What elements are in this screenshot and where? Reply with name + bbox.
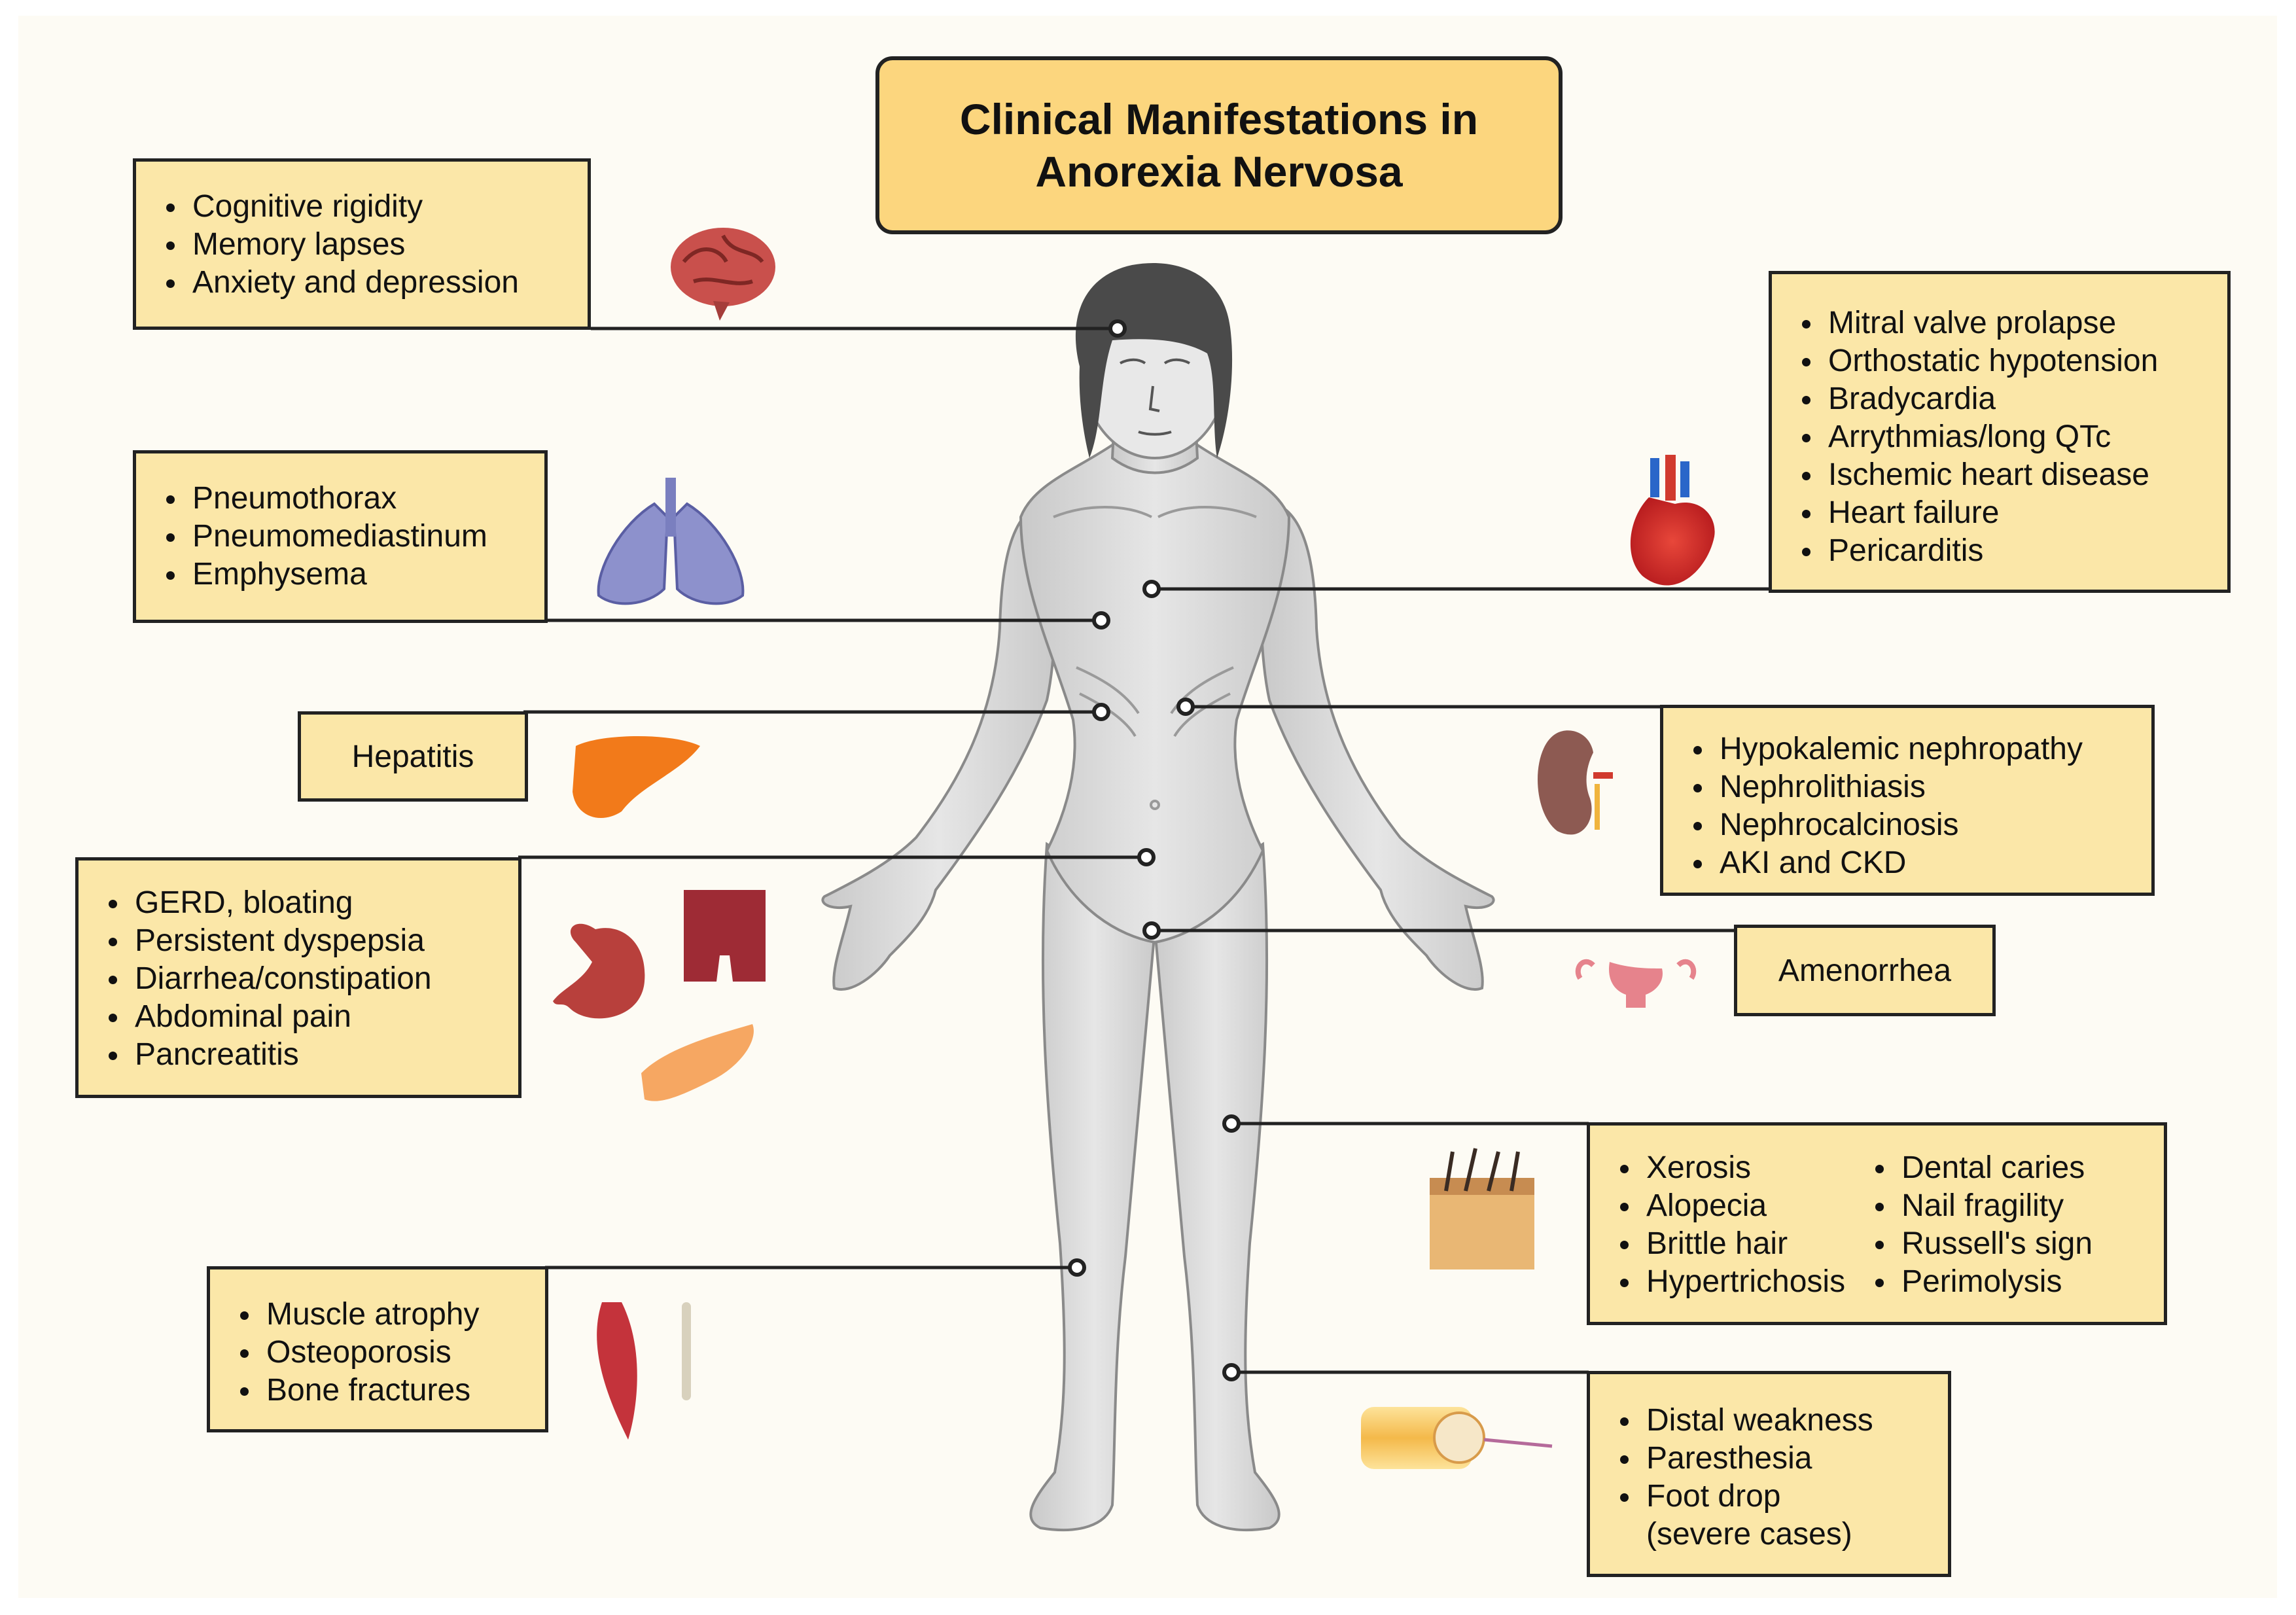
- list-item: (severe cases): [1646, 1517, 1852, 1552]
- list-item: Nephrolithiasis: [1683, 768, 2151, 806]
- stomach-icon: [553, 923, 645, 1019]
- nerve-fiber-icon: [1361, 1407, 1553, 1469]
- dermatologic-list-col2: Dental caries Nail fragility Russell's s…: [1865, 1149, 2093, 1322]
- list-item: Emphysema: [156, 556, 544, 594]
- list-item: Pneumomediastinum: [156, 518, 544, 556]
- dermatologic-callout: Xerosis Alopecia Brittle hair Hypertrich…: [1587, 1122, 2167, 1325]
- neuro-callout: Cognitive rigidity Memory lapses Anxiety…: [133, 158, 591, 330]
- muscle-icon: [597, 1302, 637, 1440]
- left-leg: [1029, 842, 1160, 1531]
- list-item: Perimolysis: [1865, 1263, 2093, 1301]
- list-item: Anxiety and depression: [156, 264, 588, 302]
- dermatologic-list-col1: Xerosis Alopecia Brittle hair Hypertrich…: [1610, 1149, 1845, 1322]
- list-item: Dental caries: [1865, 1149, 2093, 1187]
- reproductive-label: Amenorrhea: [1778, 953, 1952, 988]
- list-item: Hypokalemic nephropathy: [1683, 730, 2151, 768]
- musculoskeletal-callout: Muscle atrophy Osteoporosis Bone fractur…: [207, 1266, 548, 1432]
- uterus-icon: [1575, 959, 1697, 1008]
- list-item: Osteoporosis: [230, 1334, 545, 1372]
- liver-icon: [573, 736, 700, 818]
- list-item: Arrythmias/long QTc: [1792, 418, 2227, 456]
- heart-icon: [1630, 455, 1715, 586]
- hepatic-callout: Hepatitis: [298, 711, 528, 802]
- pulmonary-list: Pneumothorax Pneumomediastinum Emphysema: [156, 480, 544, 594]
- neuro-list: Cognitive rigidity Memory lapses Anxiety…: [156, 188, 588, 302]
- list-item: Muscle atrophy: [230, 1296, 545, 1334]
- pancreas-icon: [641, 1024, 754, 1101]
- right-leg: [1150, 842, 1280, 1531]
- musculoskeletal-list: Muscle atrophy Osteoporosis Bone fractur…: [230, 1296, 545, 1410]
- left-arm: [821, 502, 1057, 991]
- hair: [1075, 262, 1233, 458]
- list-item: Abdominal pain: [98, 998, 518, 1036]
- list-item: Hypertrichosis: [1610, 1263, 1845, 1301]
- rib-lines: [1053, 506, 1257, 810]
- list-item: Diarrhea/constipation: [98, 960, 518, 998]
- list-item: Orthostatic hypotension: [1792, 342, 2227, 380]
- list-item: Memory lapses: [156, 226, 588, 264]
- torso: [1019, 444, 1291, 944]
- pulmonary-callout: Pneumothorax Pneumomediastinum Emphysema: [133, 450, 548, 623]
- list-item: Ischemic heart disease: [1792, 456, 2227, 494]
- intestine-icon: [684, 890, 766, 982]
- list-item: Heart failure: [1792, 494, 2227, 532]
- kidney-icon: [1538, 730, 1613, 835]
- list-item: AKI and CKD: [1683, 844, 2151, 882]
- list-item: Bone fractures: [230, 1372, 545, 1410]
- list-item: Brittle hair: [1610, 1225, 1845, 1263]
- list-item: Russell's sign: [1865, 1225, 2093, 1263]
- title-line-2: Anorexia Nervosa: [1035, 147, 1403, 196]
- gastro-list: GERD, bloating Persistent dyspepsia Diar…: [98, 884, 518, 1074]
- right-arm: [1260, 502, 1495, 991]
- skin-section-icon: [1430, 1148, 1534, 1269]
- list-item: Cognitive rigidity: [156, 188, 588, 226]
- face-features: [1120, 358, 1190, 436]
- list-item: Persistent dyspepsia: [98, 922, 518, 960]
- list-item: Bradycardia: [1792, 380, 2227, 418]
- list-item: Mitral valve prolapse: [1792, 304, 2227, 342]
- list-item: Pancreatitis: [98, 1036, 518, 1074]
- list-item: Distal weakness: [1610, 1402, 1948, 1440]
- neuromuscular-callout: Distal weakness Paresthesia Foot drop (s…: [1587, 1371, 1951, 1577]
- list-item: Nephrocalcinosis: [1683, 806, 2151, 844]
- gastro-callout: GERD, bloating Persistent dyspepsia Diar…: [75, 857, 521, 1098]
- renal-callout: Hypokalemic nephropathy Nephrolithiasis …: [1660, 705, 2155, 896]
- brain-icon: [671, 228, 775, 321]
- connector-hepatic: [521, 710, 1101, 714]
- muscle-bone-icon: [597, 1302, 691, 1440]
- list-item: GERD, bloating: [98, 884, 518, 922]
- cardiac-list: Mitral valve prolapse Orthostatic hypote…: [1792, 304, 2227, 570]
- bone-icon: [682, 1302, 691, 1400]
- connector-points: [1068, 319, 1241, 1381]
- list-item: Pneumothorax: [156, 480, 544, 518]
- neuromuscular-list: Distal weakness Paresthesia Foot drop (s…: [1610, 1402, 1948, 1553]
- human-body-figure: [821, 262, 1495, 1531]
- list-item: Foot drop: [1610, 1478, 1948, 1516]
- hepatic-label: Hepatitis: [351, 739, 474, 774]
- cardiac-callout: Mitral valve prolapse Orthostatic hypote…: [1769, 271, 2231, 593]
- renal-list: Hypokalemic nephropathy Nephrolithiasis …: [1683, 730, 2151, 882]
- lungs-icon: [597, 478, 745, 605]
- title-box: Clinical Manifestations in Anorexia Nerv…: [875, 56, 1563, 234]
- reproductive-callout: Amenorrhea: [1734, 925, 1996, 1016]
- title-line-1: Clinical Manifestations in: [959, 95, 1479, 143]
- list-item: Paresthesia: [1610, 1440, 1948, 1478]
- list-item: Nail fragility: [1865, 1187, 2093, 1225]
- list-item: Xerosis: [1610, 1149, 1845, 1187]
- list-item: Alopecia: [1610, 1187, 1845, 1225]
- list-item: Pericarditis: [1792, 532, 2227, 570]
- digestive-organs-icon: [553, 890, 766, 1101]
